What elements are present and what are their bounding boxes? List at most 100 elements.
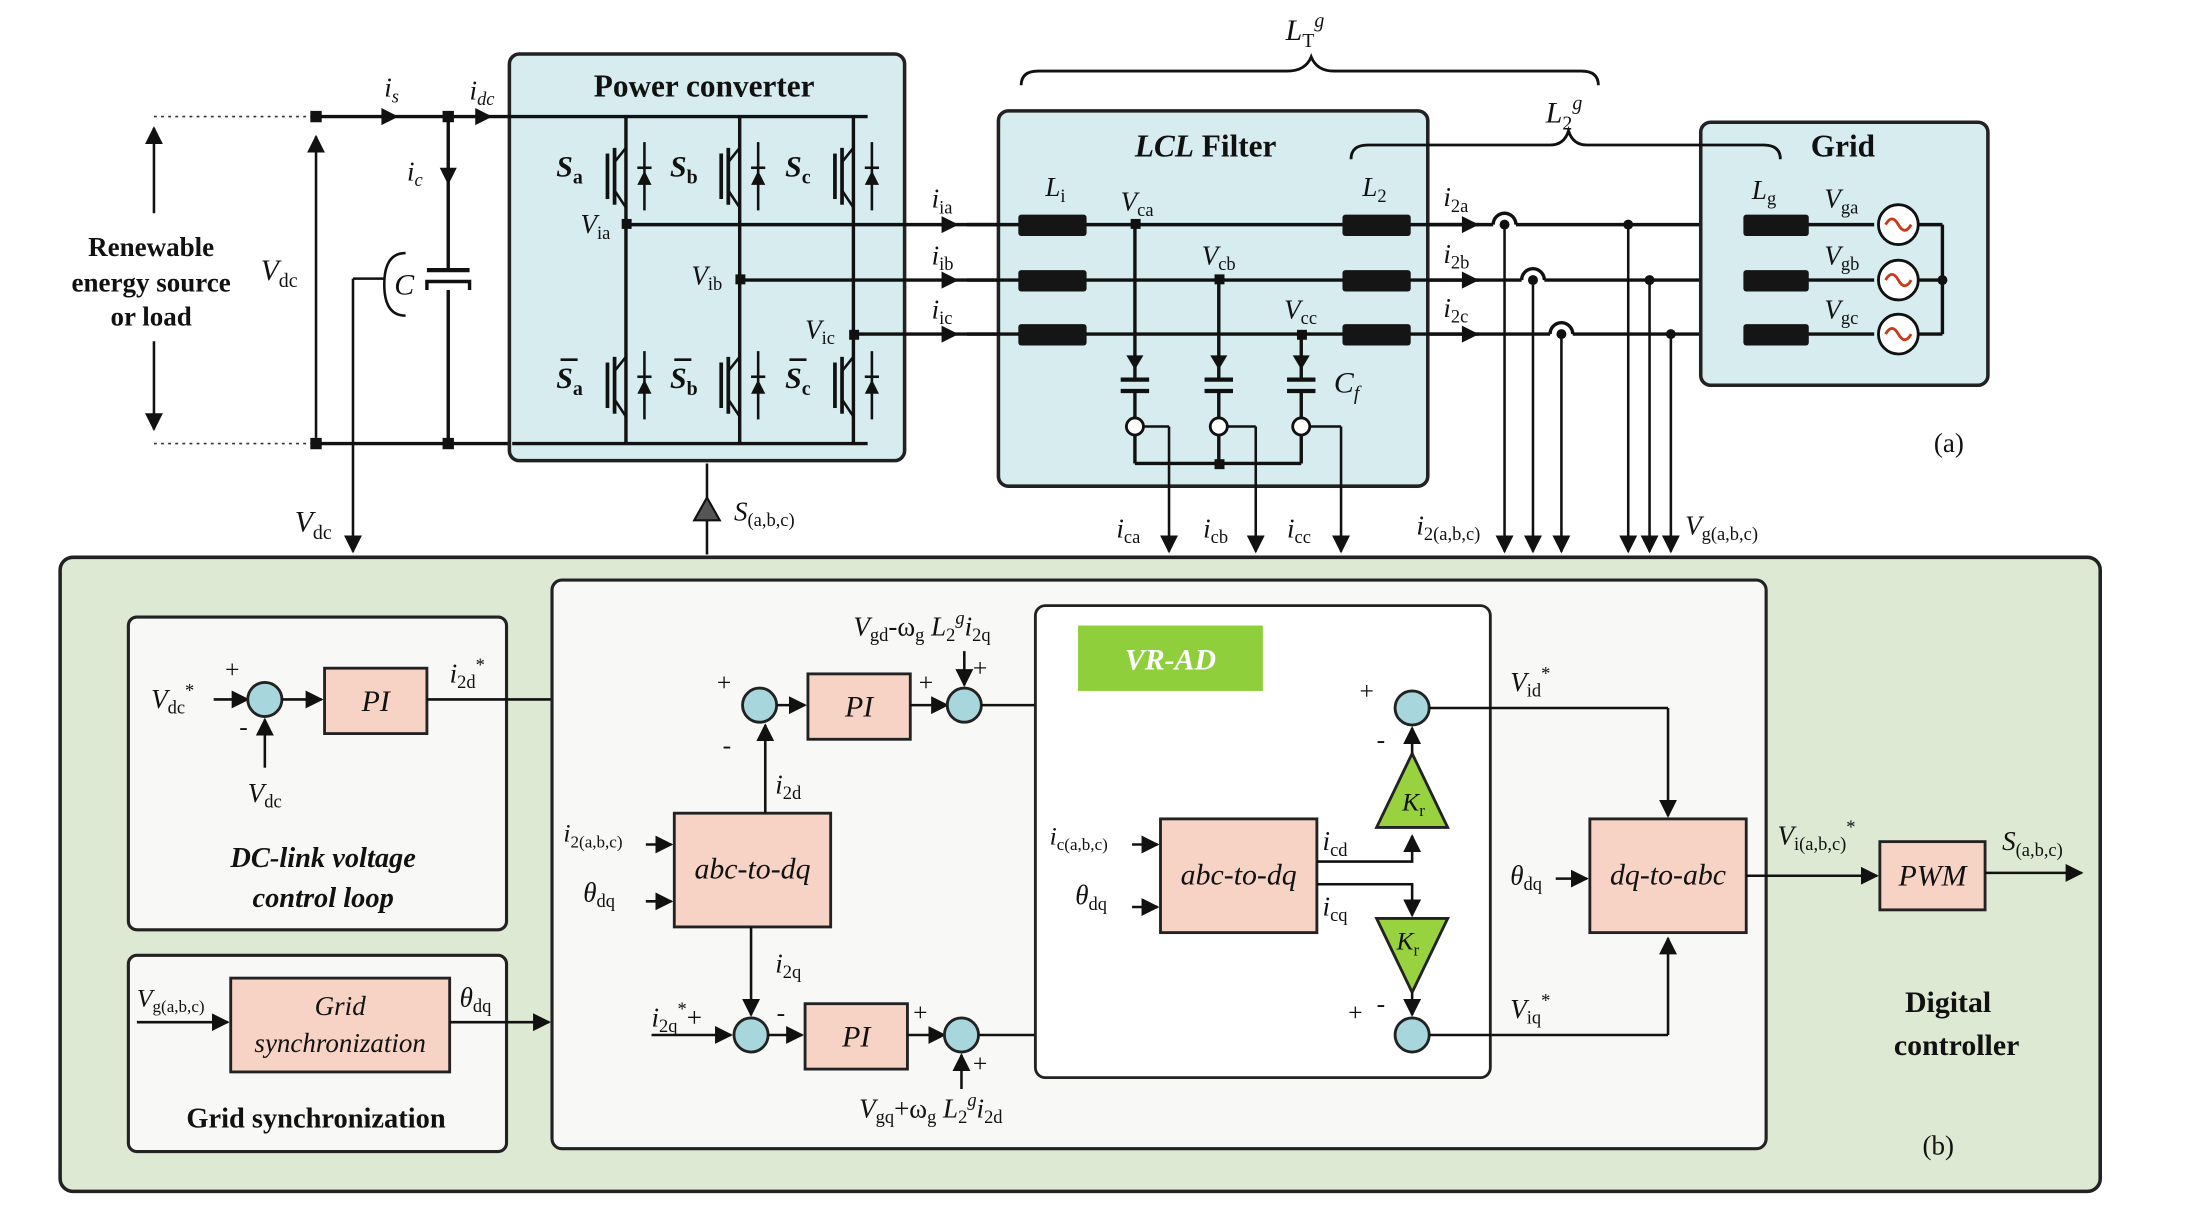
digital-controller: DC-link voltage control loop Vdc* + - Vd… — [58, 555, 2103, 1194]
svg-text:+: + — [913, 998, 927, 1027]
theta-vrad-label: θdq — [1075, 880, 1107, 914]
grid: Grid Lg Vga Vgb Vgc — [1698, 120, 1990, 388]
digital-label-1: Digital — [1905, 986, 1991, 1019]
kr-gain-q — [1374, 916, 1450, 996]
filter-title: LCL Filter — [1134, 128, 1277, 163]
vdc-fb-label: Vdc — [248, 778, 282, 812]
vi-abc-label: Vi(a,b,c)* — [1778, 817, 1856, 855]
converter-title: Power converter — [594, 69, 815, 104]
svg-text:+: + — [717, 668, 731, 697]
svg-text:Kr: Kr — [1395, 927, 1419, 960]
theta-out-label: θdq — [460, 983, 492, 1017]
li-label: Li — [1044, 172, 1065, 206]
svg-text:PWM: PWM — [1897, 860, 1968, 893]
vib-label: Vib — [691, 260, 722, 294]
viq-ref-label: Viq* — [1510, 991, 1550, 1028]
measurement-taps: ica icb icc i2(a,b,c) Vg(a,b,c) Vdc S(a,… — [295, 219, 1758, 555]
icc-label: icc — [1287, 513, 1311, 547]
is-label: is — [384, 73, 399, 107]
lg-label: Lg — [1751, 175, 1776, 209]
inductor-li-a — [1018, 214, 1087, 236]
switch-a-bar-label: Sa — [556, 362, 583, 400]
svg-text:-: - — [1377, 989, 1386, 1018]
vgc-label: Vgc — [1824, 294, 1858, 328]
vdc-ref-label: Vdc* — [151, 681, 194, 718]
gridsync-title: Grid synchronization — [186, 1103, 445, 1134]
power-converter: Power converter — [506, 52, 907, 463]
i2d-fb-label: i2d — [775, 769, 802, 803]
switch-a-label: Sa — [556, 150, 583, 188]
iia-label: iia — [932, 184, 953, 218]
svg-text:-: - — [1377, 725, 1386, 754]
svg-text:+: + — [919, 668, 933, 697]
vgabc-label: Vg(a,b,c) — [1685, 511, 1758, 546]
vcb-label: Vcb — [1202, 240, 1236, 274]
svg-text:abc-to-dq: abc-to-dq — [694, 853, 810, 886]
icd-label: icd — [1323, 826, 1349, 860]
source-label-2: energy source — [72, 267, 231, 297]
dq-to-abc-block — [1588, 817, 1748, 935]
grid-title: Grid — [1811, 128, 1876, 163]
braces: LTg L2g — [1019, 10, 1782, 160]
switch-leg-c — [833, 142, 880, 420]
i2abc-label: i2(a,b,c) — [1416, 511, 1480, 546]
i2q-ref-label: i2q*+ — [652, 999, 702, 1036]
abc-to-dq-vrad-block — [1159, 817, 1319, 935]
grid-sync: Grid synchronization Vg(a,b,c) Grid sync… — [126, 953, 551, 1154]
l2-label: L2 — [1361, 172, 1386, 206]
theta-in-label: θdq — [583, 877, 615, 911]
inductor-l2-a — [1342, 214, 1411, 236]
dclink-title-2: control loop — [252, 883, 393, 914]
lt-label: LTg — [1285, 10, 1325, 52]
renewable-source: Renewable energy source or load — [72, 115, 317, 445]
via-label: Via — [580, 209, 610, 243]
theta-out2-label: θdq — [1510, 860, 1542, 894]
digital-label-2: controller — [1894, 1029, 2019, 1062]
svg-text:+: + — [1348, 998, 1362, 1027]
vrad-badge — [1078, 625, 1263, 691]
label-b: (b) — [1923, 1130, 1954, 1160]
s-out-label: S(a,b,c) — [2002, 826, 2063, 861]
switch-b-bar-label: Sb — [670, 362, 698, 400]
i2a-label: i2a — [1443, 182, 1468, 216]
inductor-l2-c — [1342, 324, 1411, 346]
dc-bus: is idc Vdc ic C — [261, 73, 513, 450]
pi-d-block — [806, 672, 912, 741]
gridsync-block — [229, 976, 452, 1074]
power-stage: Renewable energy source or load is idc V… — [72, 10, 1990, 555]
source-label-3: or load — [110, 302, 191, 332]
lcl-filter: LCL Filter Li L2 — [967, 109, 1479, 554]
switch-c-label: Sc — [785, 150, 811, 188]
svg-text:-: - — [723, 730, 732, 759]
label-a: (a) — [1934, 428, 1964, 458]
gridsync-input-label: Vg(a,b,c) — [137, 984, 205, 1017]
i2b-label: i2b — [1443, 239, 1469, 273]
vid-ref-label: Vid* — [1510, 664, 1550, 701]
switch-b-label: Sb — [670, 150, 698, 188]
i2q-fb-label: i2q — [775, 948, 801, 982]
svg-text:+: + — [973, 654, 987, 683]
switch-leg-b — [719, 142, 766, 420]
i2abc-in-label: i2(a,b,c) — [563, 819, 622, 852]
svg-text:Grid: Grid — [315, 991, 367, 1021]
vgb-label: Vgb — [1824, 240, 1859, 274]
vdc-meas-label: Vdc — [295, 506, 332, 544]
svg-text:-: - — [239, 712, 248, 741]
kr-gain-d — [1374, 750, 1450, 829]
source-label-1: Renewable — [88, 232, 214, 262]
svg-text:Kr: Kr — [1401, 787, 1425, 820]
ff-d-label: Vgd-ωg L2gi2q — [853, 608, 990, 645]
inductor-l2-b — [1342, 270, 1411, 292]
icabc-label: ic(a,b,c) — [1050, 821, 1108, 854]
icb-label: icb — [1203, 513, 1228, 547]
svg-text:dq-to-abc: dq-to-abc — [1610, 858, 1726, 891]
vga-label: Vga — [1824, 184, 1858, 218]
inductor-li-c — [1018, 324, 1087, 346]
ica-label: ica — [1116, 513, 1140, 547]
pwm-block — [1878, 840, 1987, 912]
switch-c-bar-label: Sc — [785, 362, 811, 400]
i2d-ref-label: i2d* — [450, 655, 485, 692]
switch-leg-a — [605, 142, 652, 420]
vca-label: Vca — [1121, 186, 1154, 220]
